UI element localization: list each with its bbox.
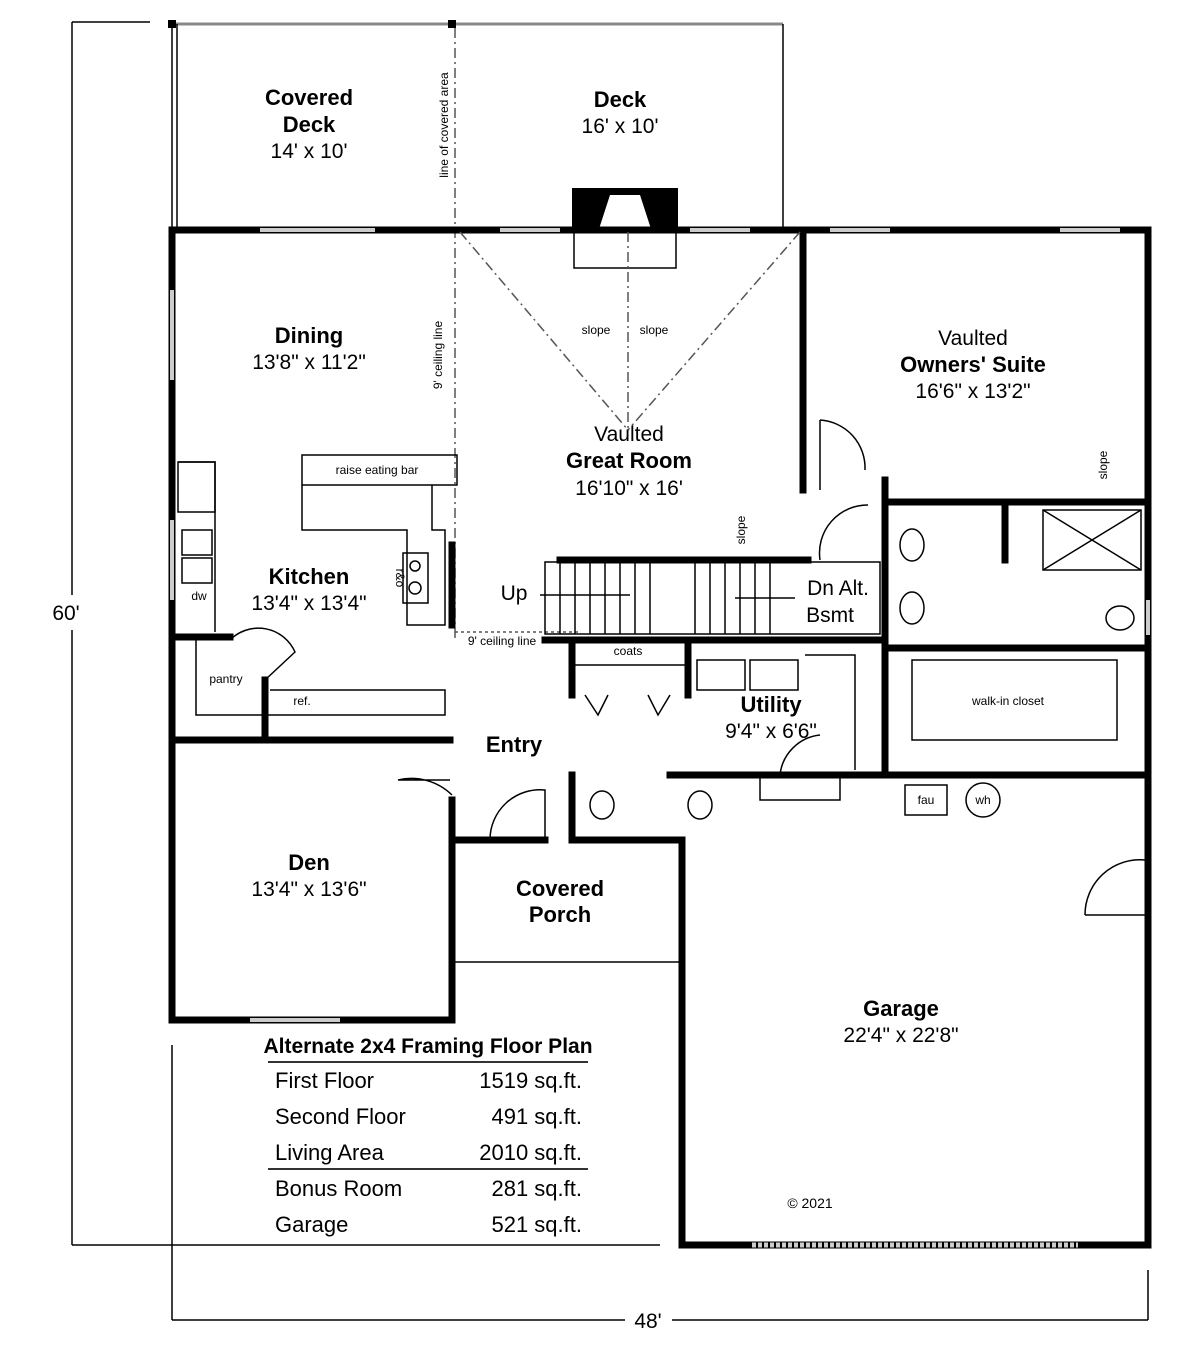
area-row-value: 281 sq.ft. <box>491 1176 582 1201</box>
den-size: 13'4" x 13'6" <box>251 878 366 901</box>
great-room-prefix: Vaulted <box>594 423 664 446</box>
refrigerator-label: ref. <box>293 694 310 708</box>
doors <box>397 419 1146 916</box>
raise-eating-bar-label: raise eating bar <box>336 463 419 477</box>
area-row-label: Bonus Room <box>275 1176 402 1201</box>
den-name: Den <box>288 850 330 875</box>
dining-name: Dining <box>275 323 343 348</box>
covered-deck-name-2: Deck <box>283 112 336 137</box>
covered-area-note: line of covered area <box>437 72 451 178</box>
slope-label-left: slope <box>582 323 611 337</box>
pantry-label: pantry <box>209 672 242 686</box>
width-dimension: 48' <box>634 1310 661 1333</box>
slope-label-great-room: slope <box>734 515 748 544</box>
owners-suite-size: 16'6" x 13'2" <box>915 380 1030 403</box>
ceiling-line-note-vertical: 9' ceiling line <box>431 321 445 390</box>
closet-fixtures <box>575 509 1142 820</box>
copyright: © 2021 <box>787 1195 833 1211</box>
slope-label-suite: slope <box>1096 450 1110 479</box>
utility-name: Utility <box>740 692 802 717</box>
windows <box>170 228 1150 1248</box>
walk-in-closet-label: walk-in closet <box>971 694 1045 708</box>
area-row-label: Garage <box>275 1212 348 1237</box>
deck-name: Deck <box>594 87 647 112</box>
area-row-value: 2010 sq.ft. <box>479 1140 582 1165</box>
entry-name: Entry <box>486 732 543 757</box>
covered-deck-name-1: Covered <box>265 85 353 110</box>
deck-size: 16' x 10' <box>582 115 659 138</box>
kitchen-fixtures <box>177 454 458 716</box>
ceiling-line-note: 9' ceiling line <box>468 634 537 648</box>
area-row-value: 521 sq.ft. <box>491 1212 582 1237</box>
covered-porch-name-1: Covered <box>516 876 604 901</box>
kitchen-size: 13'4" x 13'4" <box>251 592 366 615</box>
fireplace <box>572 188 678 269</box>
stairs-down-label-2: Bsmt <box>806 604 854 627</box>
great-room-name: Great Room <box>566 448 692 473</box>
vault-lines <box>455 231 801 633</box>
area-row-label: Second Floor <box>275 1104 406 1129</box>
wh-label: wh <box>974 793 990 807</box>
dimension-lines: 60' 48' <box>52 21 1149 1333</box>
slope-label-right: slope <box>640 323 669 337</box>
owners-suite-name: Owners' Suite <box>900 352 1046 377</box>
dining-size: 13'8" x 11'2" <box>252 351 366 374</box>
kitchen-name: Kitchen <box>269 564 350 589</box>
garage-name: Garage <box>863 996 939 1021</box>
great-room-size: 16'10" x 16' <box>575 477 683 500</box>
height-dimension: 60' <box>52 602 79 625</box>
area-row-value: 491 sq.ft. <box>491 1104 582 1129</box>
area-table-title: Alternate 2x4 Framing Floor Plan <box>263 1035 592 1058</box>
area-table: Alternate 2x4 Framing Floor Plan First F… <box>263 1035 592 1237</box>
dishwasher-label: dw <box>191 589 207 603</box>
furnace-unit <box>904 784 948 816</box>
covered-deck-size: 14' x 10' <box>271 140 348 163</box>
area-row-value: 1519 sq.ft. <box>479 1068 582 1093</box>
area-row-label: Living Area <box>275 1140 385 1165</box>
stairs-up-label: Up <box>501 582 528 605</box>
owners-suite-prefix: Vaulted <box>938 327 1008 350</box>
garage-size: 22'4" x 22'8" <box>843 1024 958 1047</box>
fau-label: fau <box>918 793 935 807</box>
utility-size: 9'4" x 6'6" <box>725 720 817 743</box>
coats-label: coats <box>614 644 643 658</box>
water-heater <box>965 782 1001 818</box>
range-oven-label: r&o <box>393 569 407 588</box>
covered-porch-name-2: Porch <box>529 902 591 927</box>
area-row-label: First Floor <box>275 1068 374 1093</box>
stairs-down-label-1: Dn Alt. <box>807 577 869 600</box>
stairs <box>540 561 881 635</box>
decks <box>168 20 784 640</box>
